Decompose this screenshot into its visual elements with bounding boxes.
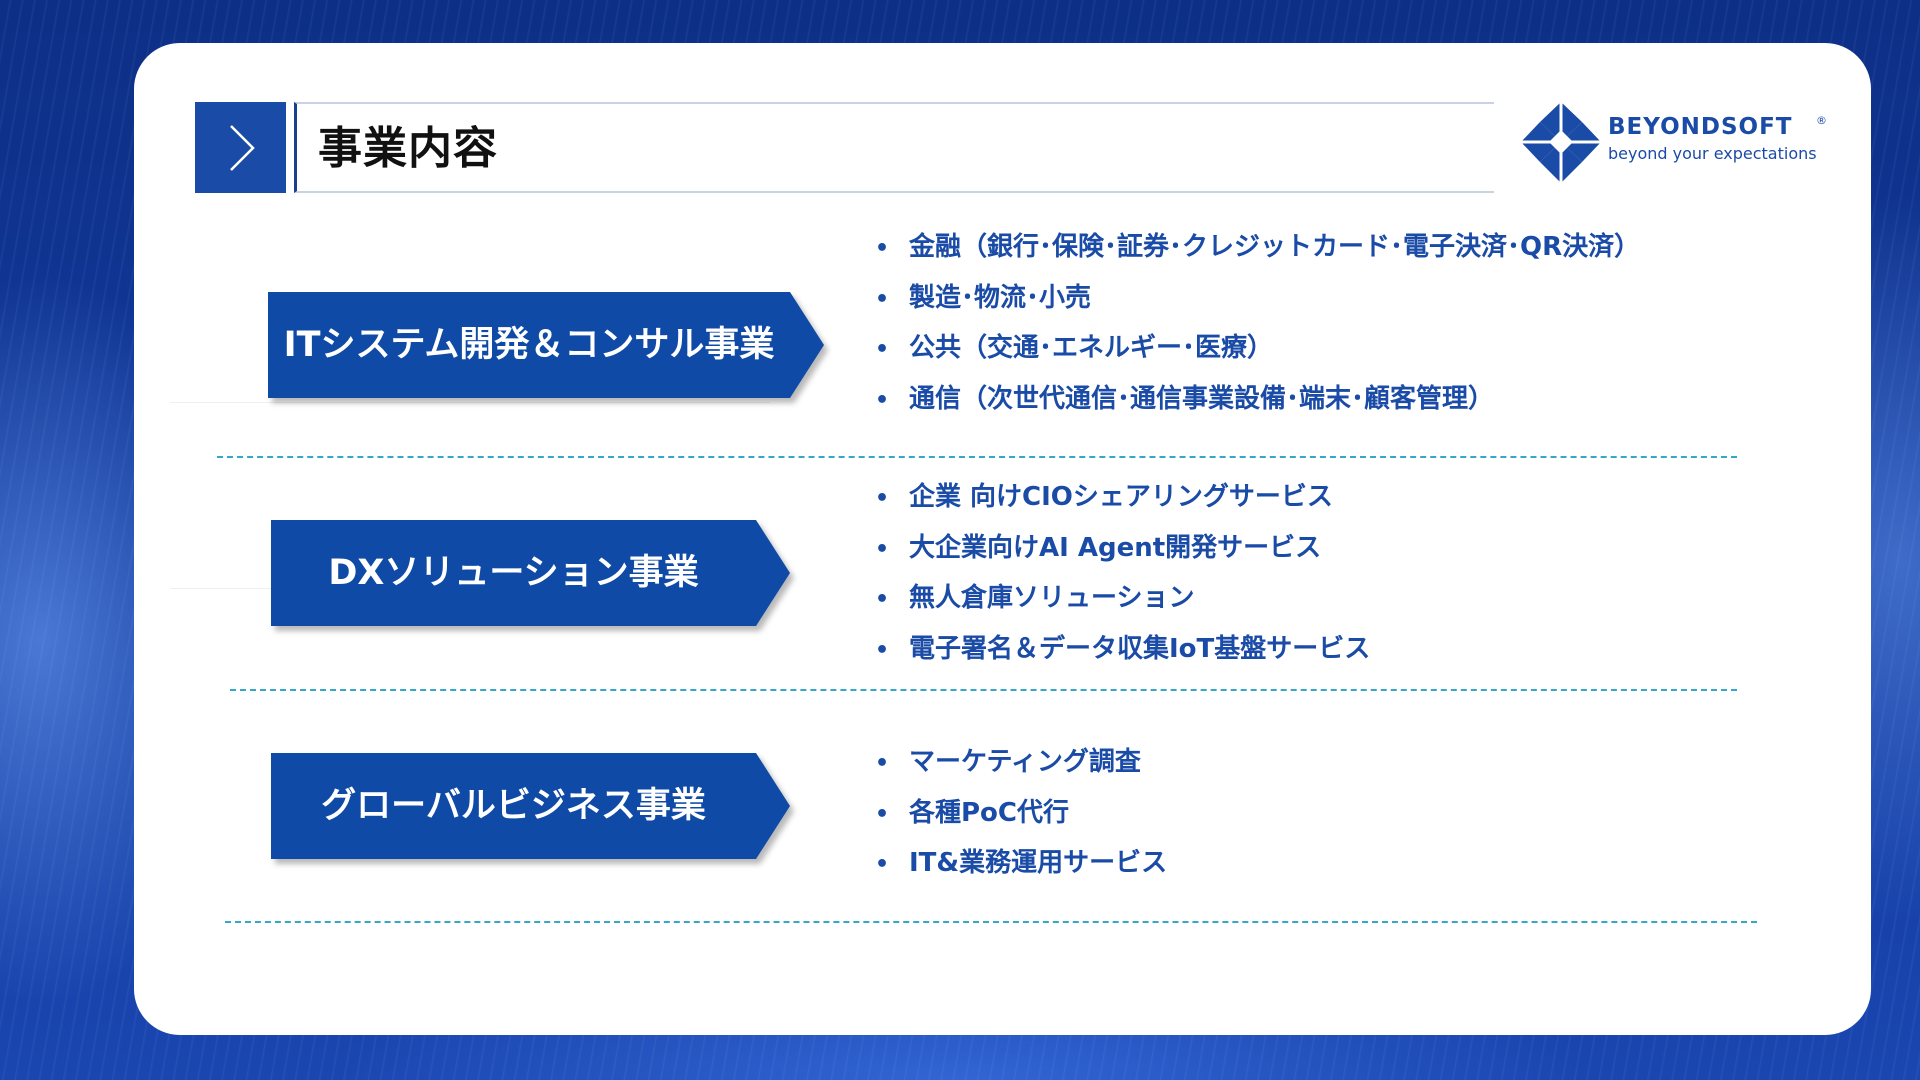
category-label: ITシステム開発＆コンサル事業	[283, 325, 775, 365]
list-item: • IT&業務運用サービス	[875, 838, 1167, 889]
list-item-text: 電子署名＆データ収集IoT基盤サービス	[909, 633, 1371, 664]
category-it-consulting: ITシステム開発＆コンサル事業	[268, 292, 824, 398]
service-list: • 企業 向けCIOシェアリングサービス • 大企業向けAI Agent開発サービス…	[875, 472, 1370, 674]
logo-mark-icon	[1521, 102, 1601, 183]
service-list: • 金融（銀行･保険･証券･クレジットカード･電子決済･QR決済） • 製造･物流･…	[875, 222, 1640, 424]
category-global-business: グローバルビジネス事業	[271, 753, 790, 859]
section-divider	[230, 689, 1737, 691]
list-item-text: 企業 向けCIOシェアリングサービス	[909, 482, 1333, 512]
bullet-icon: •	[875, 387, 890, 413]
bullet-icon: •	[875, 852, 890, 877]
bullet-icon: •	[875, 236, 890, 261]
title-bar	[294, 102, 1494, 193]
page-title: 事業内容	[318, 123, 498, 174]
list-item-text: 金融（銀行･保険･証券･クレジットカード･電子決済･QR決済）	[909, 232, 1641, 262]
category-arrow-shape	[271, 520, 790, 626]
list-item: • 通信（次世代通信･通信事業設備･端末･顧客管理）	[875, 374, 1640, 425]
list-item-text: 大企業向けAI Agent開発サービス	[909, 532, 1322, 563]
category-label: DXソリューション事業	[328, 553, 699, 593]
list-item-text: IT&業務運用サービス	[909, 848, 1168, 878]
logo-registered-mark: ®	[1816, 114, 1827, 127]
bullet-icon: •	[875, 751, 890, 776]
bullet-icon: •	[875, 536, 890, 562]
list-item: • 大企業向けAI Agent開発サービス	[875, 523, 1370, 574]
list-item: • 公共（交通･エネルギー･医療）	[875, 323, 1640, 374]
category-arrow-shape	[268, 292, 824, 398]
list-item: • 電子署名＆データ収集IoT基盤サービス	[875, 624, 1370, 675]
title-badge	[195, 102, 286, 193]
list-item-text: 各種PoC代行	[909, 797, 1069, 828]
list-item-text: 無人倉庫ソリューション	[909, 583, 1195, 613]
bullet-icon: •	[875, 587, 890, 612]
category-label: グローバルビジネス事業	[321, 786, 706, 826]
beyondsoft-logo: BEYONDSOFT ® beyond your expectations	[1520, 100, 1840, 185]
logo-tagline: beyond your expectations	[1608, 144, 1817, 163]
chevron-right-icon	[229, 124, 255, 171]
bullet-icon: •	[875, 637, 890, 663]
list-item: • 各種PoC代行	[875, 788, 1167, 839]
list-item-text: マーケティング調査	[909, 747, 1141, 777]
bullet-icon: •	[875, 286, 890, 312]
list-item: • 企業 向けCIOシェアリングサービス	[875, 472, 1370, 523]
list-item: • マーケティング調査	[875, 737, 1167, 788]
section-divider	[217, 456, 1737, 458]
category-arrow-shape	[271, 753, 790, 859]
bullet-icon: •	[875, 337, 890, 362]
section-divider	[225, 921, 1757, 923]
list-item: • 製造･物流･小売	[875, 273, 1640, 324]
list-item-text: 製造･物流･小売	[909, 282, 1092, 313]
list-item: • 金融（銀行･保険･証券･クレジットカード･電子決済･QR決済）	[875, 222, 1640, 273]
category-dx-solution: DXソリューション事業	[271, 520, 790, 626]
bullet-icon: •	[875, 486, 890, 511]
service-list: • マーケティング調査 • 各種PoC代行 • IT&業務運用サービス	[875, 737, 1167, 889]
list-item: • 無人倉庫ソリューション	[875, 573, 1370, 624]
logo-name: BEYONDSOFT	[1608, 114, 1793, 140]
section-guide-line	[170, 402, 770, 403]
list-item-text: 公共（交通･エネルギー･医療）	[909, 333, 1274, 363]
bullet-icon: •	[875, 801, 890, 827]
list-item-text: 通信（次世代通信･通信事業設備･端末･顧客管理）	[909, 383, 1495, 414]
